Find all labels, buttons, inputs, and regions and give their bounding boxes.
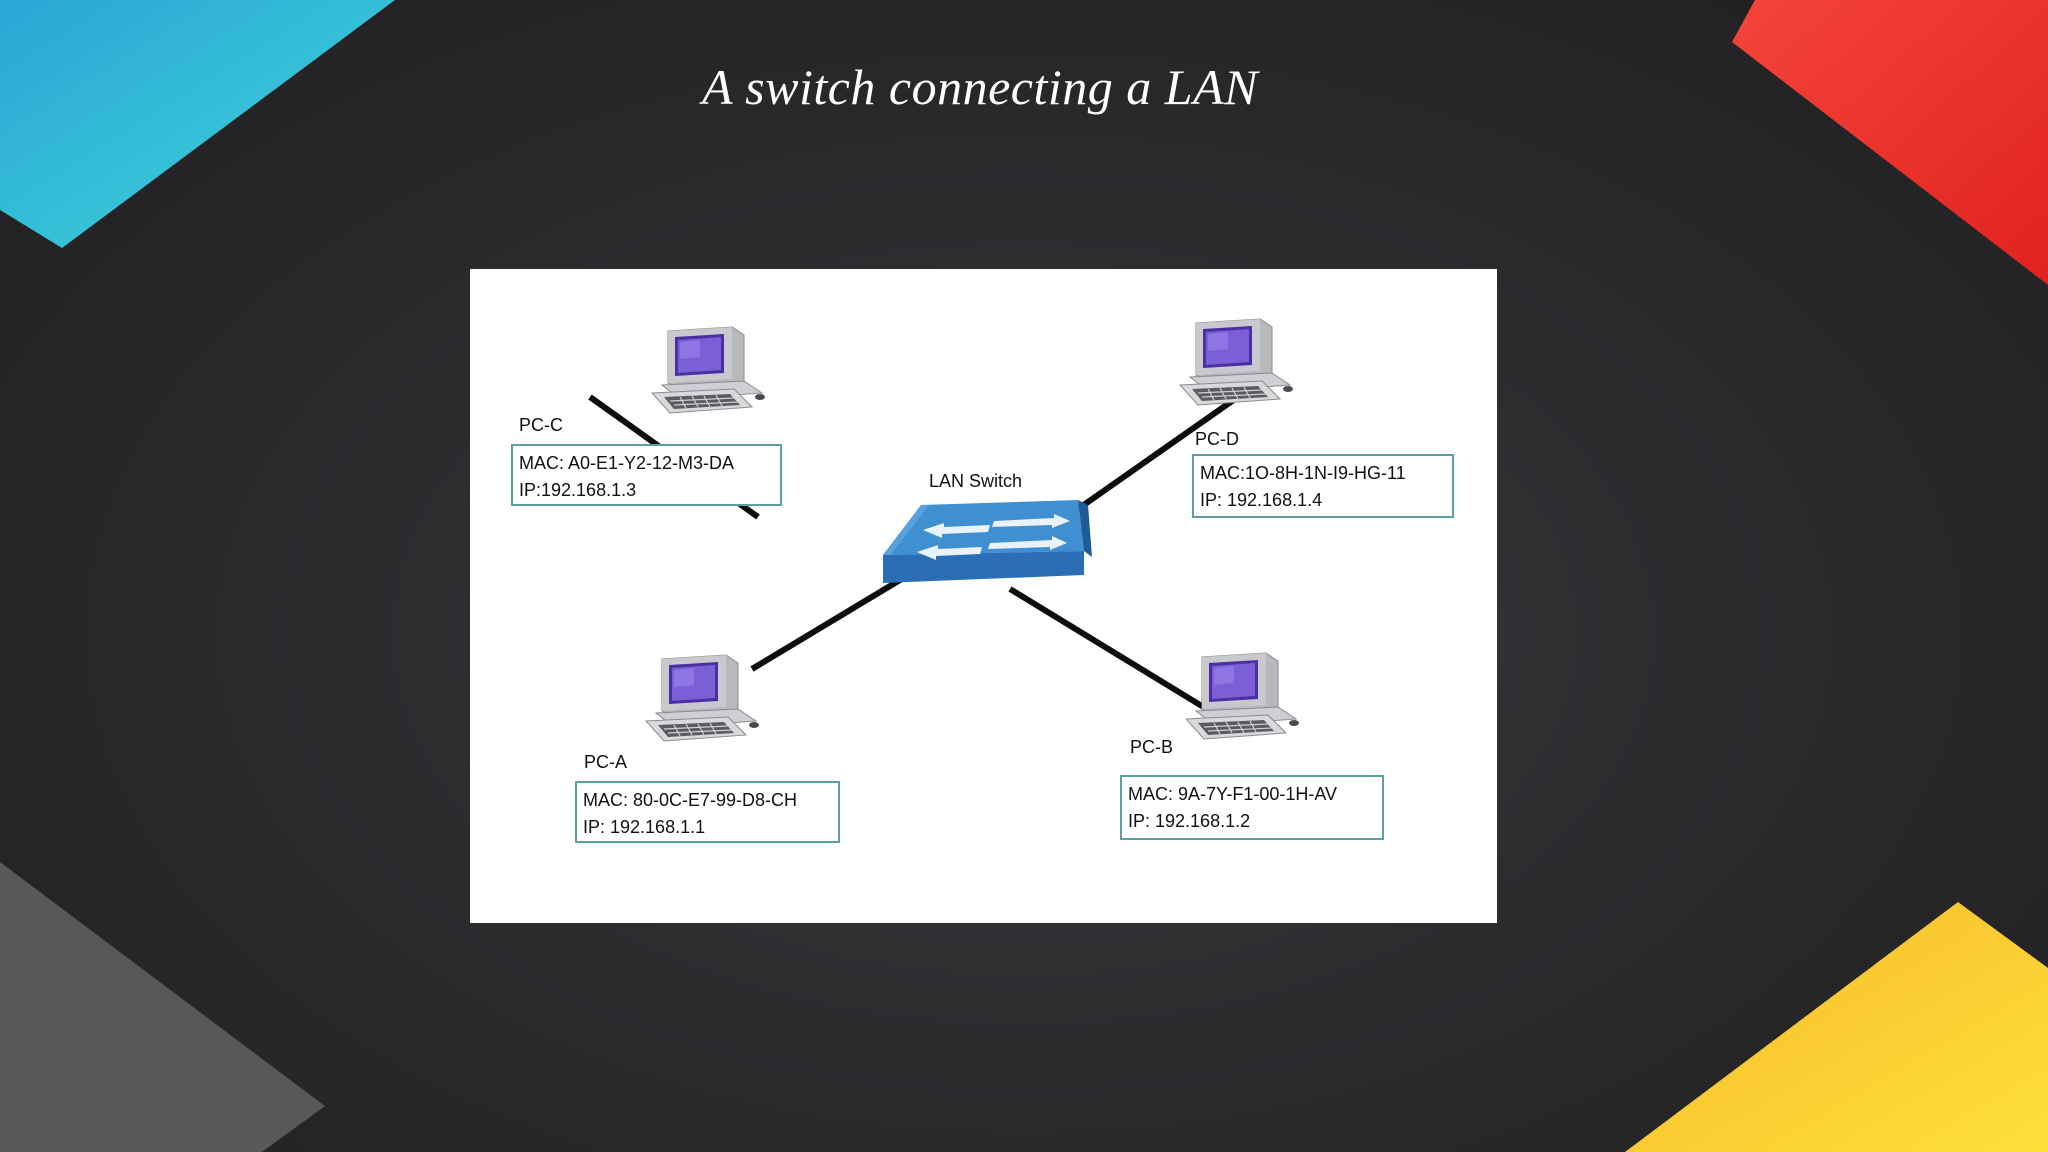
slide-title: A switch connecting a LAN bbox=[702, 59, 1258, 115]
desktop-computer-icon bbox=[651, 326, 766, 414]
pc-c-mac: MAC: A0-E1-Y2-12-M3-DA bbox=[519, 453, 735, 473]
pc-a-ip: IP: 192.168.1.1 bbox=[583, 817, 706, 837]
corner-shape-bottom-left bbox=[0, 862, 325, 1152]
corner-shape-top-left bbox=[0, 0, 395, 248]
cable-pc-a-switch bbox=[750, 571, 912, 672]
desktop-computer-icon bbox=[1185, 652, 1300, 740]
pc-c-name: PC-C bbox=[519, 415, 563, 435]
network-diagram: LAN Switch PC-C MAC: A0-E1-Y2-12-M3-DA I… bbox=[470, 269, 1497, 923]
desktop-computer-icon bbox=[1179, 318, 1294, 406]
pc-b-mac: MAC: 9A-7Y-F1-00-1H-AV bbox=[1128, 784, 1338, 804]
network-switch-icon bbox=[883, 500, 1092, 583]
cable-pc-d-switch bbox=[1076, 396, 1237, 512]
cable-pc-b-switch bbox=[1008, 586, 1212, 714]
pc-a-mac: MAC: 80-0C-E7-99-D8-CH bbox=[583, 790, 798, 810]
pc-a-info-box: MAC: 80-0C-E7-99-D8-CH IP: 192.168.1.1 bbox=[575, 781, 840, 843]
corner-shape-top-right bbox=[1732, 0, 2048, 285]
switch-label: LAN Switch bbox=[929, 471, 1023, 491]
pc-b-ip: IP: 192.168.1.2 bbox=[1128, 811, 1251, 831]
corner-shape-bottom-right bbox=[1625, 902, 2048, 1152]
pc-c-info-box: MAC: A0-E1-Y2-12-M3-DA IP:192.168.1.3 bbox=[511, 444, 782, 506]
pc-b-info-box: MAC: 9A-7Y-F1-00-1H-AV IP: 192.168.1.2 bbox=[1120, 775, 1384, 840]
pc-b-name: PC-B bbox=[1130, 737, 1174, 757]
pc-d-ip: IP: 192.168.1.4 bbox=[1200, 490, 1323, 510]
pc-d-info-box: MAC:1O-8H-1N-I9-HG-11 IP: 192.168.1.4 bbox=[1192, 454, 1454, 518]
pc-c-ip: IP:192.168.1.3 bbox=[519, 480, 637, 500]
pc-d-name: PC-D bbox=[1195, 429, 1239, 449]
pc-a-name: PC-A bbox=[584, 752, 628, 772]
desktop-computer-icon bbox=[645, 654, 760, 742]
pc-d-mac: MAC:1O-8H-1N-I9-HG-11 bbox=[1200, 463, 1406, 483]
